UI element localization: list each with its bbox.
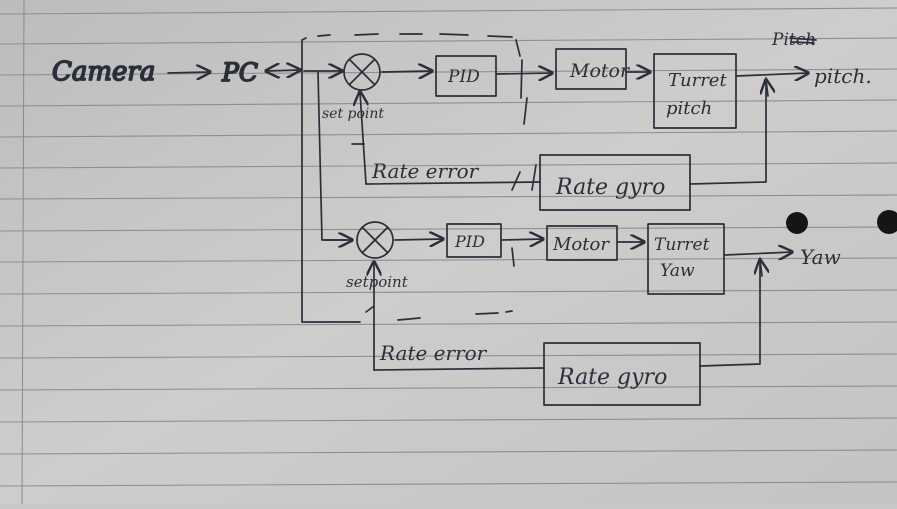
sum-to-pid-arrow <box>394 239 443 240</box>
pitch-pid-label: PID <box>447 67 480 87</box>
yaw-pid-block <box>446 223 502 258</box>
pitch-output-arrow <box>736 73 808 76</box>
yaw-motor-label: Motor <box>552 234 610 255</box>
pitch-cut-mark <box>520 59 528 125</box>
pitch-takeoff-arrow <box>766 80 768 97</box>
yaw-cut-mark <box>511 247 515 267</box>
pitch-cut-tick <box>511 164 537 191</box>
pitch-pid-block <box>435 55 497 97</box>
yaw-setpoint-label: setpoint <box>346 273 409 291</box>
pitch-feedback-line <box>365 181 541 185</box>
yaw-turret-label-1: Turret <box>654 235 710 255</box>
camera-label: Camera <box>52 57 155 87</box>
pc-label: PC <box>221 58 258 87</box>
pid-to-motor-arrow <box>501 239 543 240</box>
yaw-output-label: Yaw <box>800 245 841 269</box>
ruled-lines <box>0 7 897 487</box>
sum-to-pid-arrow <box>381 71 432 72</box>
pitch-output-label: pitch. <box>814 64 872 88</box>
pitch-feedback-arrow <box>360 92 366 185</box>
yaw-feedback-takeoff <box>699 257 761 367</box>
enclosure-left-edge <box>301 37 361 323</box>
yaw-turret-label-2: Yaw <box>660 261 695 281</box>
yaw-summing-junction <box>356 221 394 259</box>
pitch-rate-gyro-label: Rate gyro <box>555 175 665 200</box>
enclosure-dashed-top <box>317 33 521 57</box>
yaw-turret-block <box>647 223 725 295</box>
pitch-rate-error-label: Rate error <box>371 159 480 183</box>
summing-cross <box>362 227 388 253</box>
yaw-motor-block <box>546 225 618 261</box>
pid-to-motor-arrow <box>496 73 552 74</box>
binder-hole <box>877 210 897 234</box>
strike-through <box>789 37 817 44</box>
pitch-turret-block <box>653 53 737 129</box>
struck-pitch-label: Pitch <box>771 30 816 50</box>
pitch-feedback-takeoff <box>689 77 767 185</box>
camera-to-pc-arrow <box>167 72 210 73</box>
pitch-turret-label-2: pitch <box>666 98 712 119</box>
pitch-motor-block <box>555 48 627 90</box>
yaw-rate-error-label: Rate error <box>379 341 488 365</box>
pitch-setpoint-label: set point <box>322 106 384 122</box>
summing-cross <box>349 59 375 85</box>
yaw-rate-gyro-block <box>543 342 701 406</box>
pitch-turret-label-1: Turret <box>668 70 727 91</box>
yaw-output-arrow <box>724 252 792 255</box>
pc-link-arrow <box>266 70 300 71</box>
yaw-feedback-line <box>373 367 545 371</box>
yaw-feedback-corner <box>365 305 375 313</box>
binder-hole <box>786 212 808 234</box>
pitch-motor-label: Motor <box>569 60 631 82</box>
margin-line <box>21 0 25 505</box>
yaw-takeoff-arrow <box>760 260 762 277</box>
yaw-pid-label: PID <box>454 232 485 251</box>
enclosure-dashed-bottom <box>397 310 513 321</box>
yaw-rate-gyro-label: Rate gyro <box>557 365 667 390</box>
